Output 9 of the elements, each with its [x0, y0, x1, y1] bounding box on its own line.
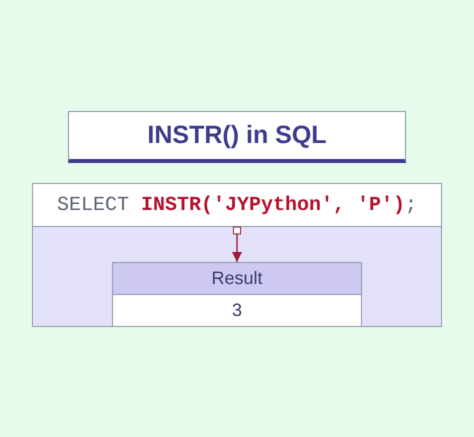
query-panel [32, 183, 442, 327]
result-value: 3 [230, 299, 243, 322]
title-text: INSTR() in SQL [147, 120, 327, 151]
title-box [68, 111, 406, 163]
result-table [112, 262, 362, 326]
arrow [232, 226, 242, 262]
code-bar [33, 184, 441, 227]
column-header: Result [113, 263, 361, 295]
sql-code: SELECT INSTR('JYPython', 'P'); [56, 192, 418, 218]
